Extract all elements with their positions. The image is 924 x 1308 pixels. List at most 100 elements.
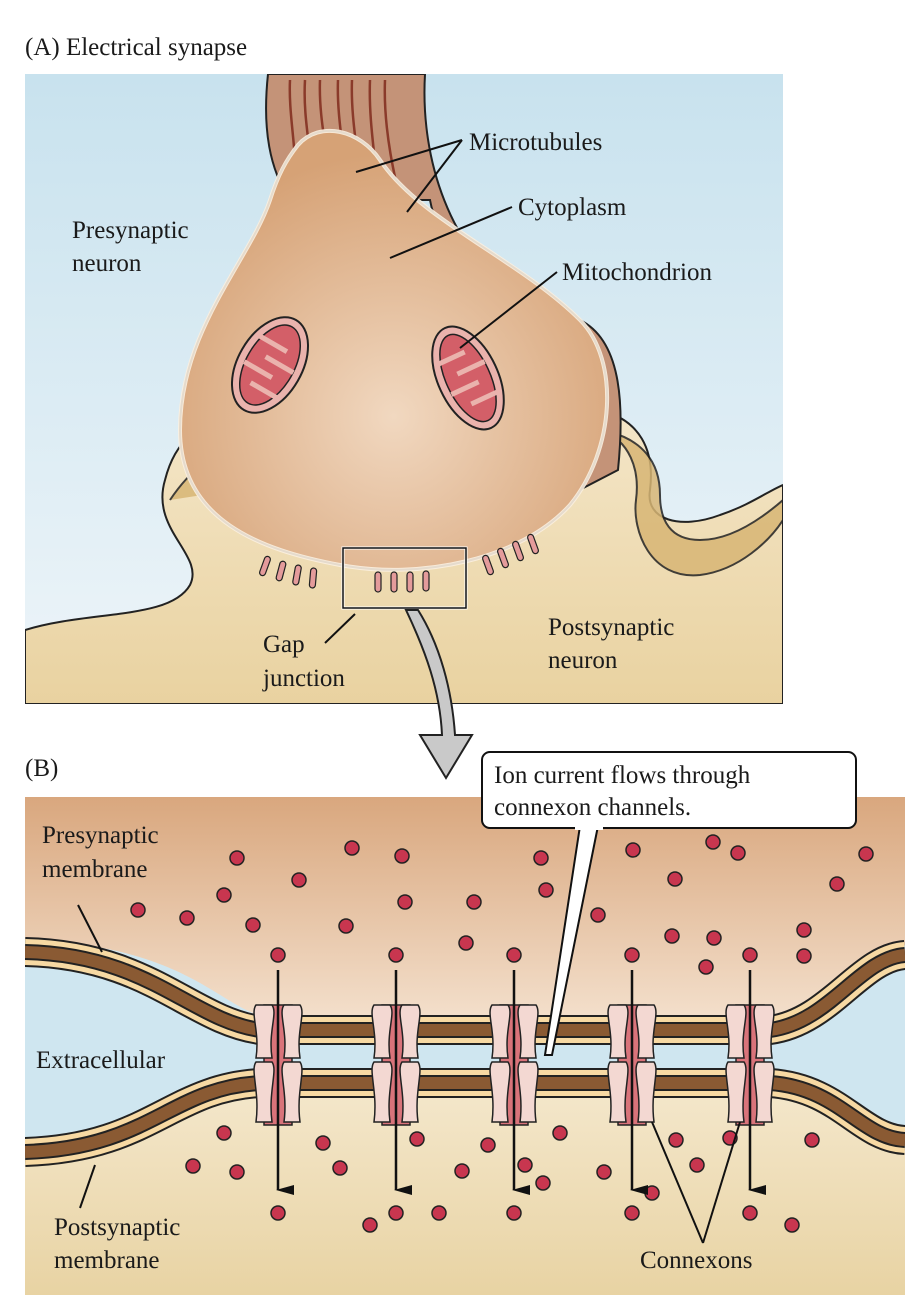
ion: [185, 1158, 201, 1174]
label-extracellular: Extracellular: [36, 1047, 166, 1074]
ion: [394, 848, 410, 864]
connexon-pair: [489, 1004, 539, 1126]
ion: [344, 840, 360, 856]
ion: [689, 1157, 705, 1173]
ion: [480, 1137, 496, 1153]
ion: [664, 928, 680, 944]
connexon-subunit: [607, 1004, 629, 1059]
connexon-subunit: [371, 1061, 393, 1123]
ion: [533, 850, 549, 866]
label-presynaptic-membrane-line1: Presynaptic: [42, 822, 159, 849]
ion: [858, 846, 874, 862]
callout-line2: connexon channels.: [494, 794, 691, 821]
connexon-subunit: [725, 1061, 747, 1123]
ion: [590, 907, 606, 923]
connexon-subunit: [635, 1004, 657, 1059]
panel-b-leader-lines: [77, 904, 741, 1244]
ion: [552, 1125, 568, 1141]
ion: [796, 922, 812, 938]
ion: [216, 1125, 232, 1141]
panel-a-title: (A) Electrical synapse: [25, 34, 247, 61]
connexon-subunit: [253, 1004, 275, 1059]
label-postsynaptic-membrane-line1: Postsynaptic: [54, 1214, 180, 1241]
ion: [397, 894, 413, 910]
connexon-subunit: [635, 1061, 657, 1123]
ion: [270, 1205, 286, 1221]
ion: [315, 1135, 331, 1151]
connexon-subunit: [281, 1004, 303, 1059]
ion: [698, 959, 714, 975]
ion: [644, 1185, 660, 1201]
ion: [388, 1205, 404, 1221]
connexon-subunit: [399, 1061, 421, 1123]
label-presynaptic-neuron-line1: Presynaptic: [72, 217, 189, 244]
mitochondrion-right: [431, 325, 505, 431]
connexon-subunit: [753, 1061, 775, 1123]
magnify-arrow: [404, 609, 474, 780]
ion: [338, 918, 354, 934]
label-postsynaptic-neuron-line2: neuron: [548, 647, 618, 674]
ion: [796, 948, 812, 964]
ion: [229, 1164, 245, 1180]
ion: [624, 947, 640, 963]
callout-line1: Ion current flows through: [494, 762, 751, 789]
panel-b-title: (B): [25, 755, 58, 782]
ion: [624, 1205, 640, 1221]
ion: [506, 947, 522, 963]
connexon-subunit: [489, 1004, 511, 1059]
connexon-subunit: [753, 1004, 775, 1059]
ion: [431, 1205, 447, 1221]
ion: [466, 894, 482, 910]
connexon-subunit: [607, 1061, 629, 1123]
gap-junction-connexons: [259, 533, 539, 593]
ion: [705, 834, 721, 850]
ion-current-callout: Ion current flows through connexon chann…: [481, 751, 857, 1056]
connexon-subunit: [489, 1061, 511, 1123]
ion: [179, 910, 195, 926]
ion: [596, 1164, 612, 1180]
panel-a-leader-lines: [324, 139, 558, 644]
ion: [829, 876, 845, 892]
ion-current-arrows: [276, 970, 766, 1195]
ion: [229, 850, 245, 866]
label-mitochondrion: Mitochondrion: [562, 259, 712, 286]
ion: [517, 1157, 533, 1173]
label-presynaptic-membrane-line2: membrane: [42, 856, 148, 883]
ion: [742, 947, 758, 963]
ion: [458, 935, 474, 951]
connexon-pair: [725, 1004, 775, 1126]
ion: [625, 842, 641, 858]
ion: [362, 1217, 378, 1233]
label-gap-junction-line1: Gap: [263, 631, 305, 658]
postsynaptic-cytoplasm: [25, 1088, 905, 1295]
connexon-subunit: [253, 1061, 275, 1123]
panel-b-illustration: [25, 797, 905, 1295]
label-cytoplasm: Cytoplasm: [518, 194, 627, 221]
label-connexons: Connexons: [640, 1247, 753, 1274]
mitochondrion-left: [231, 316, 309, 414]
panel-a-illustration: [25, 74, 783, 704]
label-postsynaptic-neuron-line1: Postsynaptic: [548, 614, 674, 641]
connexon-subunit: [725, 1004, 747, 1059]
ion: [742, 1205, 758, 1221]
connexon-subunit: [517, 1004, 539, 1059]
ion: [245, 917, 261, 933]
ion: [409, 1131, 425, 1147]
label-microtubules: Microtubules: [469, 129, 602, 156]
ion: [784, 1217, 800, 1233]
ion: [454, 1163, 470, 1179]
ion: [706, 930, 722, 946]
presynaptic-cytoplasm: [25, 797, 905, 1018]
ion: [216, 887, 232, 903]
ion: [668, 1132, 684, 1148]
ion: [804, 1132, 820, 1148]
label-postsynaptic-membrane-line2: membrane: [54, 1247, 160, 1274]
connexon-pair: [371, 1004, 421, 1126]
ion: [538, 882, 554, 898]
ion: [730, 845, 746, 861]
ion: [667, 871, 683, 887]
ion: [535, 1175, 551, 1191]
connexon-subunit: [281, 1061, 303, 1123]
connexon-subunit: [517, 1061, 539, 1123]
